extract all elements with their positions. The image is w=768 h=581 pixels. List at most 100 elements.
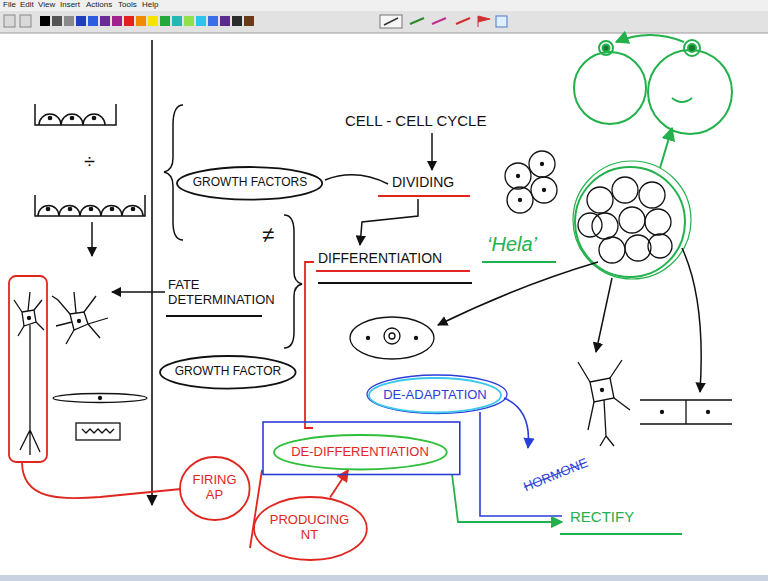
node-text-block: GROWTH FACTORS bbox=[192, 176, 308, 190]
color-swatch bbox=[136, 16, 146, 26]
de-differentiation-ellipse bbox=[274, 435, 447, 470]
tool-icon bbox=[380, 15, 402, 28]
culture-dish bbox=[48, 116, 51, 119]
process-note: DIFFERENTIATION bbox=[318, 250, 442, 266]
hela-outline bbox=[603, 45, 610, 52]
tool-icon bbox=[478, 16, 490, 27]
status-strip bbox=[0, 575, 768, 581]
differentiated-cell bbox=[367, 337, 370, 340]
menu-item: Insert bbox=[60, 0, 80, 9]
node-label: GROWTH FACTORS bbox=[192, 176, 308, 190]
color-swatch bbox=[196, 16, 206, 26]
toolbar bbox=[0, 11, 768, 33]
menu-item: Actions bbox=[86, 0, 112, 9]
color-swatch bbox=[220, 16, 230, 26]
underline bbox=[560, 533, 682, 535]
pointer-arrow bbox=[112, 133, 432, 292]
culture-dish bbox=[89, 207, 92, 210]
color-swatch bbox=[64, 16, 74, 26]
toolbar bbox=[0, 0, 768, 33]
cell-cluster bbox=[625, 235, 651, 261]
hela-outline bbox=[599, 41, 613, 55]
culture-dish bbox=[35, 195, 145, 216]
hela-outline bbox=[574, 52, 646, 124]
neuron-sketch bbox=[22, 310, 36, 326]
growth-factor-ellipse bbox=[160, 356, 296, 389]
culture-dish bbox=[131, 207, 134, 210]
brace bbox=[164, 105, 183, 240]
color-swatch bbox=[244, 16, 254, 26]
underline bbox=[318, 282, 472, 284]
growth-factor-ellipse: GROWTH FACTOR bbox=[159, 355, 297, 390]
culture-dish bbox=[70, 116, 73, 119]
tool-icon bbox=[432, 18, 446, 24]
cell-cluster bbox=[517, 175, 520, 178]
culture-dish bbox=[91, 222, 93, 256]
struck-note: HORMONE bbox=[522, 456, 591, 495]
color-swatch bbox=[100, 16, 110, 26]
blue-link bbox=[480, 412, 562, 516]
color-swatch bbox=[208, 16, 218, 26]
cell-cluster bbox=[587, 187, 613, 213]
color-swatch bbox=[88, 16, 98, 26]
firing-ap-circle: FIRING AP bbox=[179, 456, 251, 521]
differentiated-cell bbox=[350, 317, 732, 446]
axis-arrow bbox=[151, 40, 153, 505]
differentiated-cell bbox=[707, 411, 710, 414]
cell-cluster bbox=[619, 207, 645, 233]
pointer-arrow bbox=[325, 175, 388, 184]
color-swatch bbox=[40, 16, 50, 26]
culture-dish bbox=[38, 206, 143, 217]
color-swatch bbox=[160, 16, 170, 26]
node-label: FIRING AP bbox=[188, 473, 240, 503]
color-swatch bbox=[184, 16, 194, 26]
de-adaptation-ellipse: DE-ADAPTATION bbox=[368, 377, 502, 414]
growth-factor-ellipse bbox=[177, 167, 322, 200]
underline bbox=[378, 195, 470, 197]
hela-outline bbox=[616, 35, 684, 42]
color-swatch bbox=[232, 16, 242, 26]
color-swatch bbox=[112, 16, 122, 26]
cell-cluster bbox=[529, 151, 555, 177]
underline bbox=[482, 261, 556, 263]
producing-nt-circle: PRODUCING NT bbox=[253, 496, 368, 561]
fate-arrow bbox=[438, 262, 598, 325]
color-swatch bbox=[52, 16, 62, 26]
toolbar bbox=[0, 0, 768, 11]
cell-cluster bbox=[599, 237, 625, 263]
growth-factor-ellipse: GROWTH FACTORS bbox=[176, 166, 323, 201]
pointer-arrow bbox=[112, 291, 165, 293]
hela-outline bbox=[688, 44, 696, 52]
de-differentiation-ellipse: DE-DIFFERENTIATION bbox=[273, 434, 448, 471]
cell-cluster bbox=[639, 182, 665, 208]
neuron-highlight bbox=[22, 462, 181, 498]
neuron-sketch bbox=[70, 312, 88, 330]
blue-link bbox=[504, 398, 529, 448]
division-sign: ÷ bbox=[84, 150, 95, 173]
firing-ap-circle bbox=[180, 457, 250, 520]
cell-cluster bbox=[519, 199, 522, 202]
fate-arrow bbox=[438, 248, 701, 392]
neuron-highlight bbox=[9, 276, 181, 498]
cell-sketch bbox=[99, 397, 102, 400]
differentiated-cell bbox=[601, 389, 604, 392]
node-text-block: PRODUCING NT bbox=[265, 513, 353, 543]
culture-dish bbox=[35, 104, 116, 125]
cell-cluster bbox=[645, 209, 671, 235]
menu-item: File bbox=[3, 0, 16, 9]
process-note: RECTIFY bbox=[570, 508, 634, 525]
node-text-block: GROWTH FACTOR bbox=[174, 365, 282, 379]
culture-dish bbox=[46, 207, 49, 210]
menu-item: Help bbox=[142, 0, 158, 9]
color-swatch bbox=[124, 16, 134, 26]
differentiated-cell bbox=[640, 400, 732, 424]
tool-icon bbox=[384, 18, 398, 25]
axis-arrow bbox=[151, 40, 153, 505]
not-equal-sign: ≠ bbox=[262, 222, 274, 247]
toolbar bbox=[20, 15, 31, 27]
cell-sketch bbox=[53, 394, 147, 403]
cell-sketch bbox=[76, 423, 120, 440]
